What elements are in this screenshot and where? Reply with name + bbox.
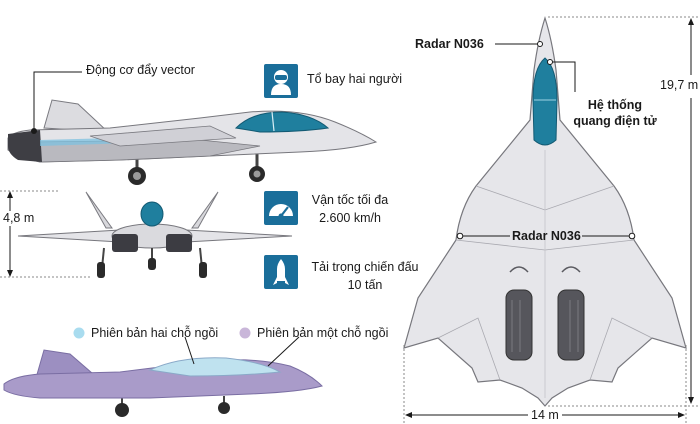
payload-label-line1: Tải trọng chiến đấu [311, 260, 419, 274]
speed-label-line2: 2.600 km/h [319, 211, 381, 225]
two-seat-legend-dot [73, 327, 85, 339]
front-view-aircraft [17, 191, 293, 278]
radar-nose-leader [495, 41, 543, 47]
side-view-aircraft [7, 99, 378, 185]
engine-leader-line [33, 71, 82, 128]
silhouette-aircraft [3, 349, 323, 417]
optical-system-leader [547, 59, 576, 92]
speedometer-icon [264, 191, 298, 225]
speed-label-line1: Vận tốc tối đa [311, 193, 389, 207]
one-seat-leader-line [267, 336, 300, 367]
payload-label-line2: 10 tấn [347, 278, 383, 292]
span-dimension [403, 345, 687, 424]
length-label: 19,7 m [660, 78, 699, 93]
one-seat-label: Phiên bản một chỗ ngồi [257, 326, 389, 340]
radar-nose-label: Radar N036 [415, 37, 484, 51]
radar-wing-leaders [456, 232, 636, 240]
optical-system-label-line1: Hệ thống [587, 98, 643, 112]
top-view-aircraft [403, 16, 687, 407]
optical-system-label-line2: quang điện tử [573, 114, 657, 128]
height-dimension [0, 190, 90, 278]
engine-label: Động cơ đẩy vector [86, 63, 195, 77]
radar-wing-label: Radar N036 [512, 229, 581, 243]
pilot-icon [264, 64, 298, 98]
crew-label: Tổ bay hai người [307, 72, 403, 86]
one-seat-legend-dot [239, 327, 251, 339]
length-dimension [548, 16, 698, 407]
height-label: 4,8 m [2, 211, 36, 226]
two-seat-label: Phiên bản hai chỗ ngồi [91, 326, 219, 340]
missile-icon [264, 255, 298, 289]
span-label: 14 m [531, 408, 559, 423]
two-seat-leader-line [184, 336, 195, 365]
